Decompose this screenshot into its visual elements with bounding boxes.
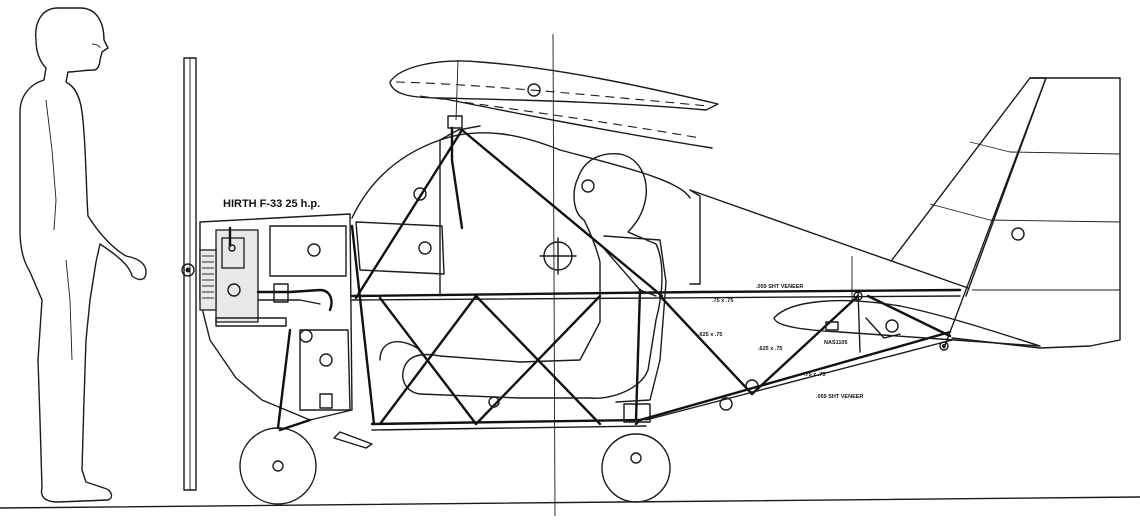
upper-longeron xyxy=(350,288,962,298)
engine-cowl xyxy=(199,213,353,421)
nose-gear-strut xyxy=(276,328,292,430)
horizontal-tail xyxy=(773,299,1041,351)
human-figure xyxy=(19,7,147,503)
ground-line xyxy=(0,496,1140,509)
dim-mid1-label: .625 x .75 xyxy=(698,332,722,338)
wing-pylon xyxy=(450,126,464,230)
engine-circle xyxy=(227,283,241,297)
dim-top-label: .75 x .75 xyxy=(712,298,733,304)
wing-lower-line xyxy=(439,97,713,149)
pilot-headset xyxy=(581,179,595,193)
cabin-tube-front xyxy=(354,128,464,300)
dim-low-label: .75 x .75 xyxy=(804,372,825,378)
propeller-blade xyxy=(183,57,197,491)
canopy xyxy=(351,125,701,285)
canopy-outline xyxy=(351,132,691,219)
wing-pivot-circle xyxy=(527,83,541,97)
exhaust-pipe xyxy=(256,288,333,312)
pilot xyxy=(379,153,667,403)
pilot-outline xyxy=(402,153,663,399)
human-arm-line xyxy=(45,99,57,231)
landing-gear xyxy=(239,328,671,505)
bolt-label: NAS1105 xyxy=(824,340,848,346)
rear-fuselage xyxy=(645,189,969,421)
engine-fins xyxy=(202,255,214,299)
rear-lower-line xyxy=(645,339,953,421)
annotations: HIRTH F-33 25 h.p. .059 SHT VENEER .75 x… xyxy=(223,198,863,400)
nose-skid xyxy=(333,431,373,449)
front-bay xyxy=(299,329,351,411)
veneer-bottom-label: .059 SHT VENEER xyxy=(816,394,863,400)
fuel-tank xyxy=(269,225,347,277)
propeller-hub xyxy=(181,263,195,277)
pilot-harness xyxy=(599,243,657,297)
human-outline xyxy=(19,7,147,503)
wing-airfoil xyxy=(389,59,719,230)
wing-pylon-head xyxy=(447,115,463,129)
rear-upper-line xyxy=(689,189,969,289)
engine-mount-plate xyxy=(215,317,287,327)
engine-label: HIRTH F-33 25 h.p. xyxy=(223,198,320,210)
canopy-rear-frame xyxy=(689,189,701,285)
vertical-tail xyxy=(851,77,1121,349)
seat-vertical xyxy=(634,288,642,422)
nose-box xyxy=(355,221,445,275)
cg-symbol xyxy=(539,237,577,275)
human-eye xyxy=(91,43,101,49)
front-vertical xyxy=(350,224,376,426)
seat-back xyxy=(603,235,667,403)
fin-outline xyxy=(891,77,1047,297)
engine-carburetor xyxy=(221,237,245,269)
wing-chord-dashed xyxy=(395,81,709,107)
fuselage-truss xyxy=(350,128,962,431)
nose-wheel xyxy=(239,427,317,505)
rudder-outline xyxy=(951,77,1121,349)
main-gear-box xyxy=(623,403,651,423)
rudder-hinge xyxy=(943,77,1047,349)
stabilizer-airfoil xyxy=(773,299,1041,347)
main-wheel xyxy=(601,433,671,503)
cg-reference-line xyxy=(552,33,556,517)
cabin-tube-rear xyxy=(460,128,664,298)
propeller xyxy=(181,57,197,491)
veneer-top-label: .059 SHT VENEER xyxy=(756,284,803,290)
forward-structure xyxy=(269,221,445,411)
engine-mount-bracket xyxy=(273,283,289,303)
engine xyxy=(199,213,353,421)
dim-mid2-label: .625 x .75 xyxy=(758,346,782,352)
human-leg-line xyxy=(65,259,73,361)
